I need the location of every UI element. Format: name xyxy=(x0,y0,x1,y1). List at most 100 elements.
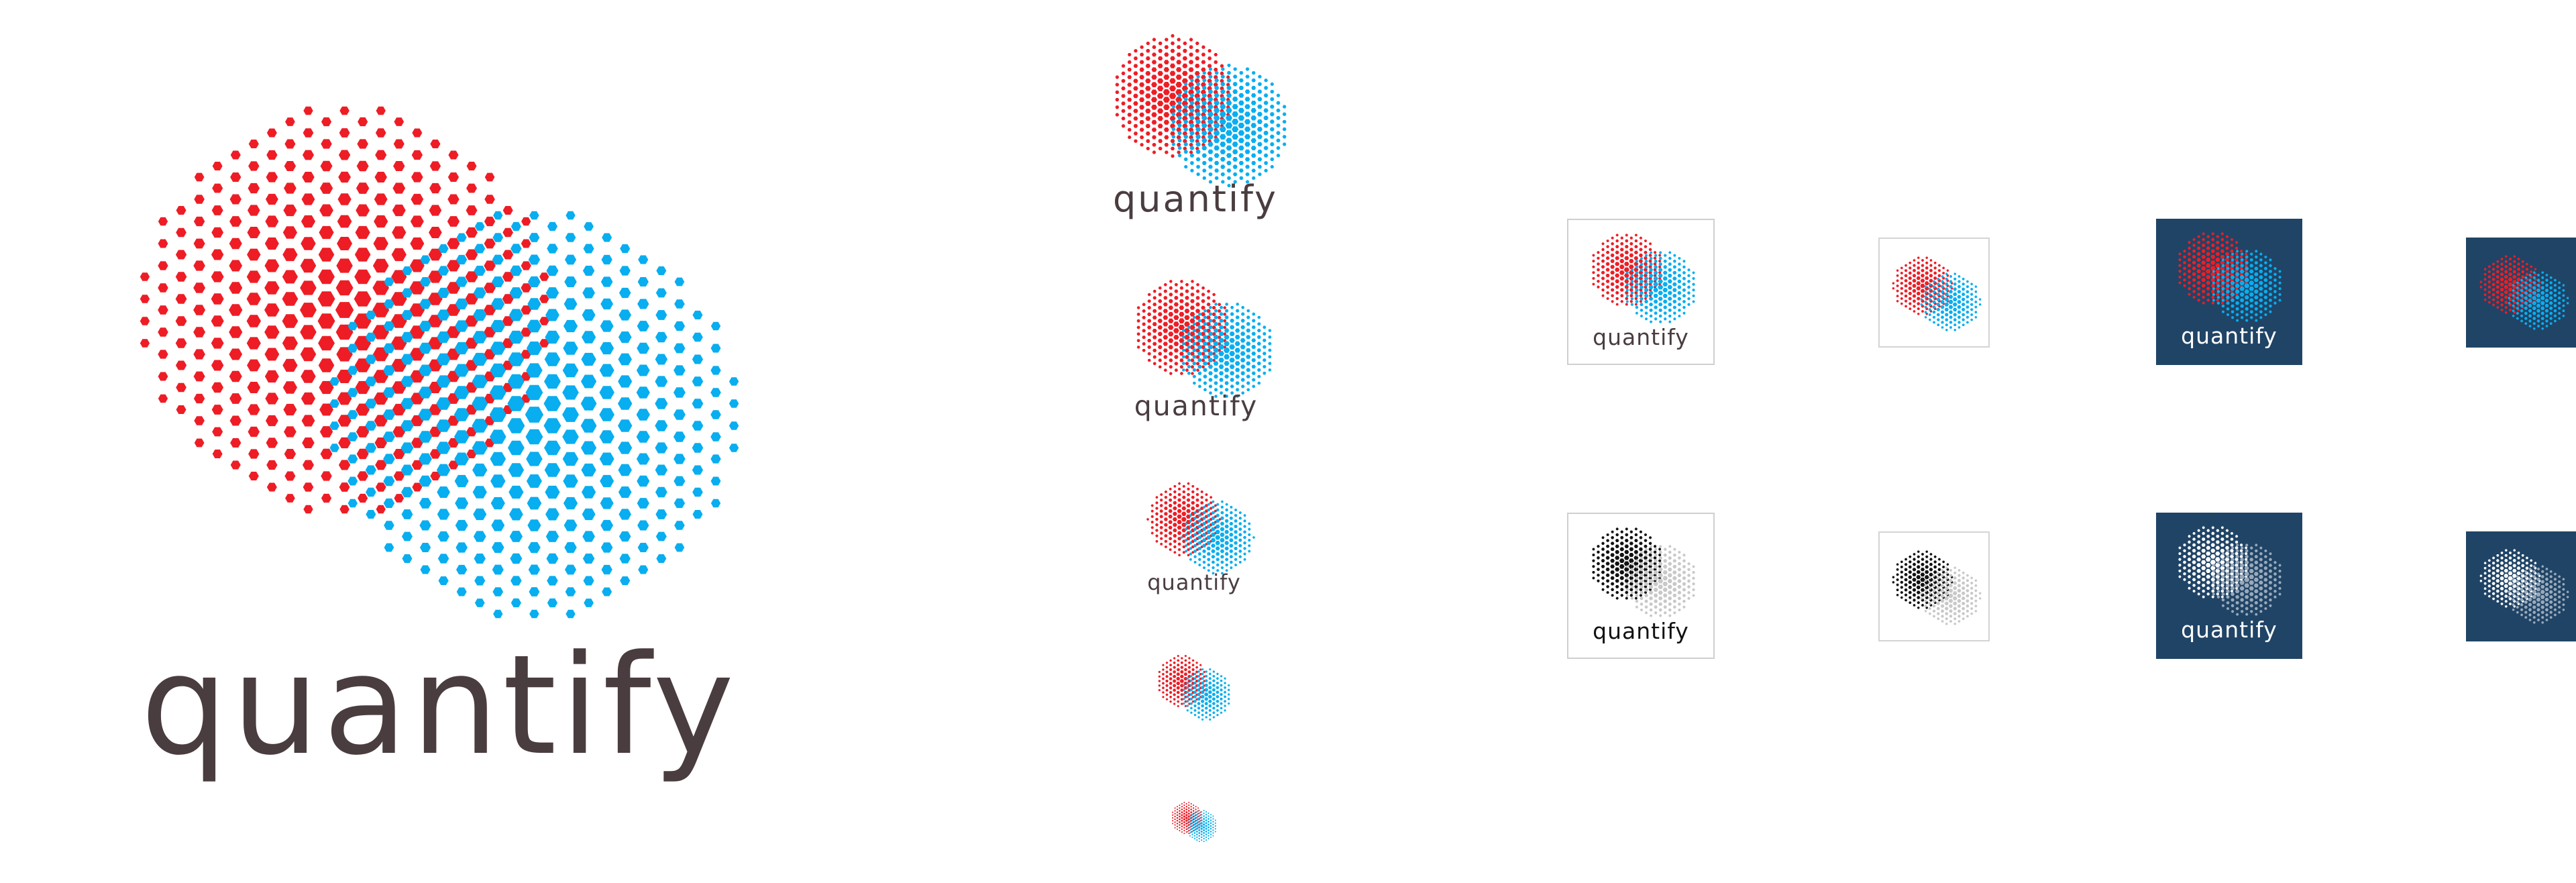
hex-cell xyxy=(337,215,352,228)
hex-cell xyxy=(2278,270,2282,273)
hex-cell xyxy=(356,403,370,416)
hex-cell xyxy=(2225,578,2231,582)
hex-cell xyxy=(1187,487,1190,490)
hex-cell xyxy=(2545,572,2548,576)
stacked-small-wordmark: quantify xyxy=(1147,570,1241,595)
hex-cell xyxy=(1174,362,1179,366)
hex-cell xyxy=(356,160,369,172)
hex-cell xyxy=(264,303,280,317)
hex-cell xyxy=(1629,547,1634,552)
hex-cell xyxy=(2201,584,2206,587)
hex-cell xyxy=(429,205,442,216)
hex-cell xyxy=(1224,705,1227,707)
hex-cell xyxy=(1219,312,1224,316)
hex-cell xyxy=(2197,535,2201,538)
hex-cell xyxy=(2520,319,2524,323)
hex-cell xyxy=(1164,150,1169,154)
hex-cell xyxy=(1189,101,1195,105)
hex-cell xyxy=(1658,562,1663,566)
hex-cell xyxy=(1232,172,1238,176)
hex-cell xyxy=(1639,594,1643,597)
hex-cell xyxy=(1644,294,1649,298)
hex-cell xyxy=(2226,272,2230,276)
hex-cell xyxy=(2528,319,2532,323)
hex-cell xyxy=(1225,508,1229,512)
hex-cell xyxy=(1219,391,1224,395)
hex-cell xyxy=(1181,517,1187,522)
hex-cell xyxy=(1189,86,1194,90)
hex-cell xyxy=(1635,260,1639,263)
hex-cell xyxy=(1672,576,1677,580)
hex-cell xyxy=(1178,554,1181,557)
hex-cell xyxy=(1201,115,1208,121)
hex-cell xyxy=(1205,674,1208,678)
hex-cell xyxy=(2557,606,2561,609)
hex-cell xyxy=(454,474,469,488)
hex-cell xyxy=(2244,577,2250,582)
hex-cell xyxy=(2532,291,2536,295)
hex-cell xyxy=(2192,296,2196,299)
hex-cell xyxy=(2212,564,2215,567)
hex-cell xyxy=(2220,295,2224,299)
hex-cell xyxy=(1157,123,1163,129)
hex-cell xyxy=(2545,319,2548,323)
hex-cell xyxy=(392,183,406,194)
hex-cell xyxy=(436,442,451,454)
hex-cell xyxy=(1196,172,1200,176)
hex-cell xyxy=(1224,328,1230,333)
hex-cell xyxy=(1648,536,1652,539)
hex-cell xyxy=(710,366,721,375)
hex-cell xyxy=(2245,307,2249,311)
hex-cell xyxy=(375,482,386,492)
hex-cell xyxy=(1932,579,1936,582)
hex-cell xyxy=(1677,584,1682,589)
hex-cell xyxy=(1158,675,1161,678)
hex-cell xyxy=(1230,384,1234,388)
hex-cell xyxy=(1195,302,1200,307)
hex-cell xyxy=(2508,272,2513,276)
hex-cell xyxy=(472,374,488,388)
hex-cell xyxy=(1601,536,1605,539)
hex-cell xyxy=(2235,283,2240,289)
hex-cell xyxy=(2549,286,2553,290)
hex-cell xyxy=(391,248,407,262)
hex-cell xyxy=(1928,576,1931,580)
hex-cell xyxy=(1630,268,1634,272)
quantify-logo-mark xyxy=(1115,34,1287,188)
hex-cell xyxy=(2221,604,2225,607)
hex-cell xyxy=(2255,250,2258,253)
hex-cell xyxy=(527,519,541,531)
hex-cell xyxy=(1188,74,1194,80)
hex-cell xyxy=(527,298,541,310)
hex-cell xyxy=(1158,365,1162,369)
hex-cell xyxy=(283,204,297,217)
hex-cell xyxy=(2235,555,2239,558)
hex-cell xyxy=(1197,312,1201,316)
hex-cell xyxy=(1155,534,1159,537)
hex-cell xyxy=(1238,93,1244,98)
hex-cell xyxy=(1233,67,1238,71)
hex-cell xyxy=(2487,291,2491,294)
hex-cell xyxy=(2224,258,2230,262)
hex-cell xyxy=(1953,581,1957,585)
hex-cell xyxy=(2525,262,2529,266)
hex-cell xyxy=(1189,552,1193,556)
hex-cell xyxy=(419,520,431,531)
hex-cell xyxy=(1163,315,1169,320)
hex-cell xyxy=(2513,255,2516,258)
hex-cell xyxy=(1159,504,1163,507)
hex-cell xyxy=(1179,305,1185,310)
hex-cell xyxy=(1658,573,1663,578)
hex-cell xyxy=(2182,560,2187,564)
hex-cell xyxy=(1941,326,1944,329)
hex-cell xyxy=(1605,250,1610,254)
hex-cell xyxy=(1152,52,1157,57)
hex-cell xyxy=(1193,555,1197,558)
hex-cell xyxy=(1658,260,1662,263)
hex-cell xyxy=(1644,256,1648,260)
hex-cell xyxy=(1189,115,1195,121)
hex-cell xyxy=(1212,572,1215,575)
hex-cell xyxy=(1205,825,1208,827)
hex-cell xyxy=(2520,299,2524,303)
hex-cell xyxy=(1908,580,1913,584)
